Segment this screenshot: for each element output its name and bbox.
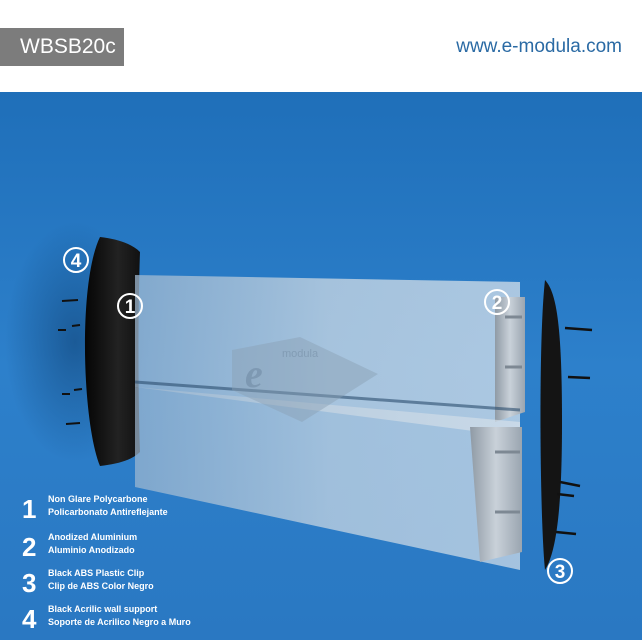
legend-item-1: 1 Non Glare Polycarbone Policarbonato An…	[22, 494, 168, 524]
right-screws	[555, 326, 593, 536]
callout-3-number: 3	[555, 562, 566, 583]
product-illustration: e modula 4 1 2 3 1 Non Glare Polycarbone…	[0, 92, 642, 640]
callout-2-number: 2	[492, 293, 503, 314]
callout-4-number: 4	[71, 251, 82, 272]
legend: 1 Non Glare Polycarbone Policarbonato An…	[22, 494, 191, 634]
callout-3: 3	[547, 558, 573, 584]
callout-2: 2	[484, 289, 510, 315]
upper-profile-grooves	[505, 315, 522, 369]
legend-item-4: 4 Black Acrilic wall support Soporte de …	[22, 604, 191, 634]
watermark-logo: e modula	[232, 337, 378, 422]
legend-item-2-line1: Anodized Aluminium	[48, 532, 137, 542]
legend-item-2: 2 Anodized Aluminium Aluminio Anodizado	[22, 532, 137, 562]
watermark-brand-mark: e	[245, 351, 263, 396]
legend-item-4-line2: Soporte de Acrilico Negro a Muro	[48, 617, 191, 627]
legend-item-1-line2: Policarbonato Antireflejante	[48, 507, 168, 517]
legend-item-4-line1: Black Acrilic wall support	[48, 604, 157, 614]
website-link[interactable]: www.e-modula.com	[456, 36, 622, 57]
legend-item-3-line1: Black ABS Plastic Clip	[48, 568, 145, 578]
legend-item-3: 3 Black ABS Plastic Clip Clip de ABS Col…	[22, 568, 154, 598]
lower-polycarbonate-panel	[135, 387, 520, 570]
legend-item-3-number: 3	[22, 568, 36, 598]
legend-item-1-number: 1	[22, 494, 36, 524]
callout-1-number: 1	[125, 297, 136, 318]
upper-aluminium-profile	[495, 297, 525, 422]
left-wall-support	[84, 237, 140, 466]
legend-item-3-line2: Clip de ABS Color Negro	[48, 581, 154, 591]
lower-aluminium-profile	[470, 427, 522, 562]
watermark-brand-word: modula	[282, 348, 319, 360]
product-code-badge: WBSB20c	[0, 28, 124, 66]
header-bar: WBSB20c www.e-modula.com	[0, 0, 642, 92]
right-abs-clip	[540, 280, 562, 570]
panel-separator	[134, 380, 521, 412]
legend-item-1-line1: Non Glare Polycarbone	[48, 494, 148, 504]
left-screws	[58, 299, 83, 425]
callout-4: 4	[63, 247, 89, 273]
legend-item-2-number: 2	[22, 532, 36, 562]
callout-1: 1	[117, 293, 143, 319]
legend-item-4-number: 4	[22, 604, 37, 634]
lower-profile-grooves	[495, 450, 520, 514]
legend-item-2-line2: Aluminio Anodizado	[48, 545, 135, 555]
